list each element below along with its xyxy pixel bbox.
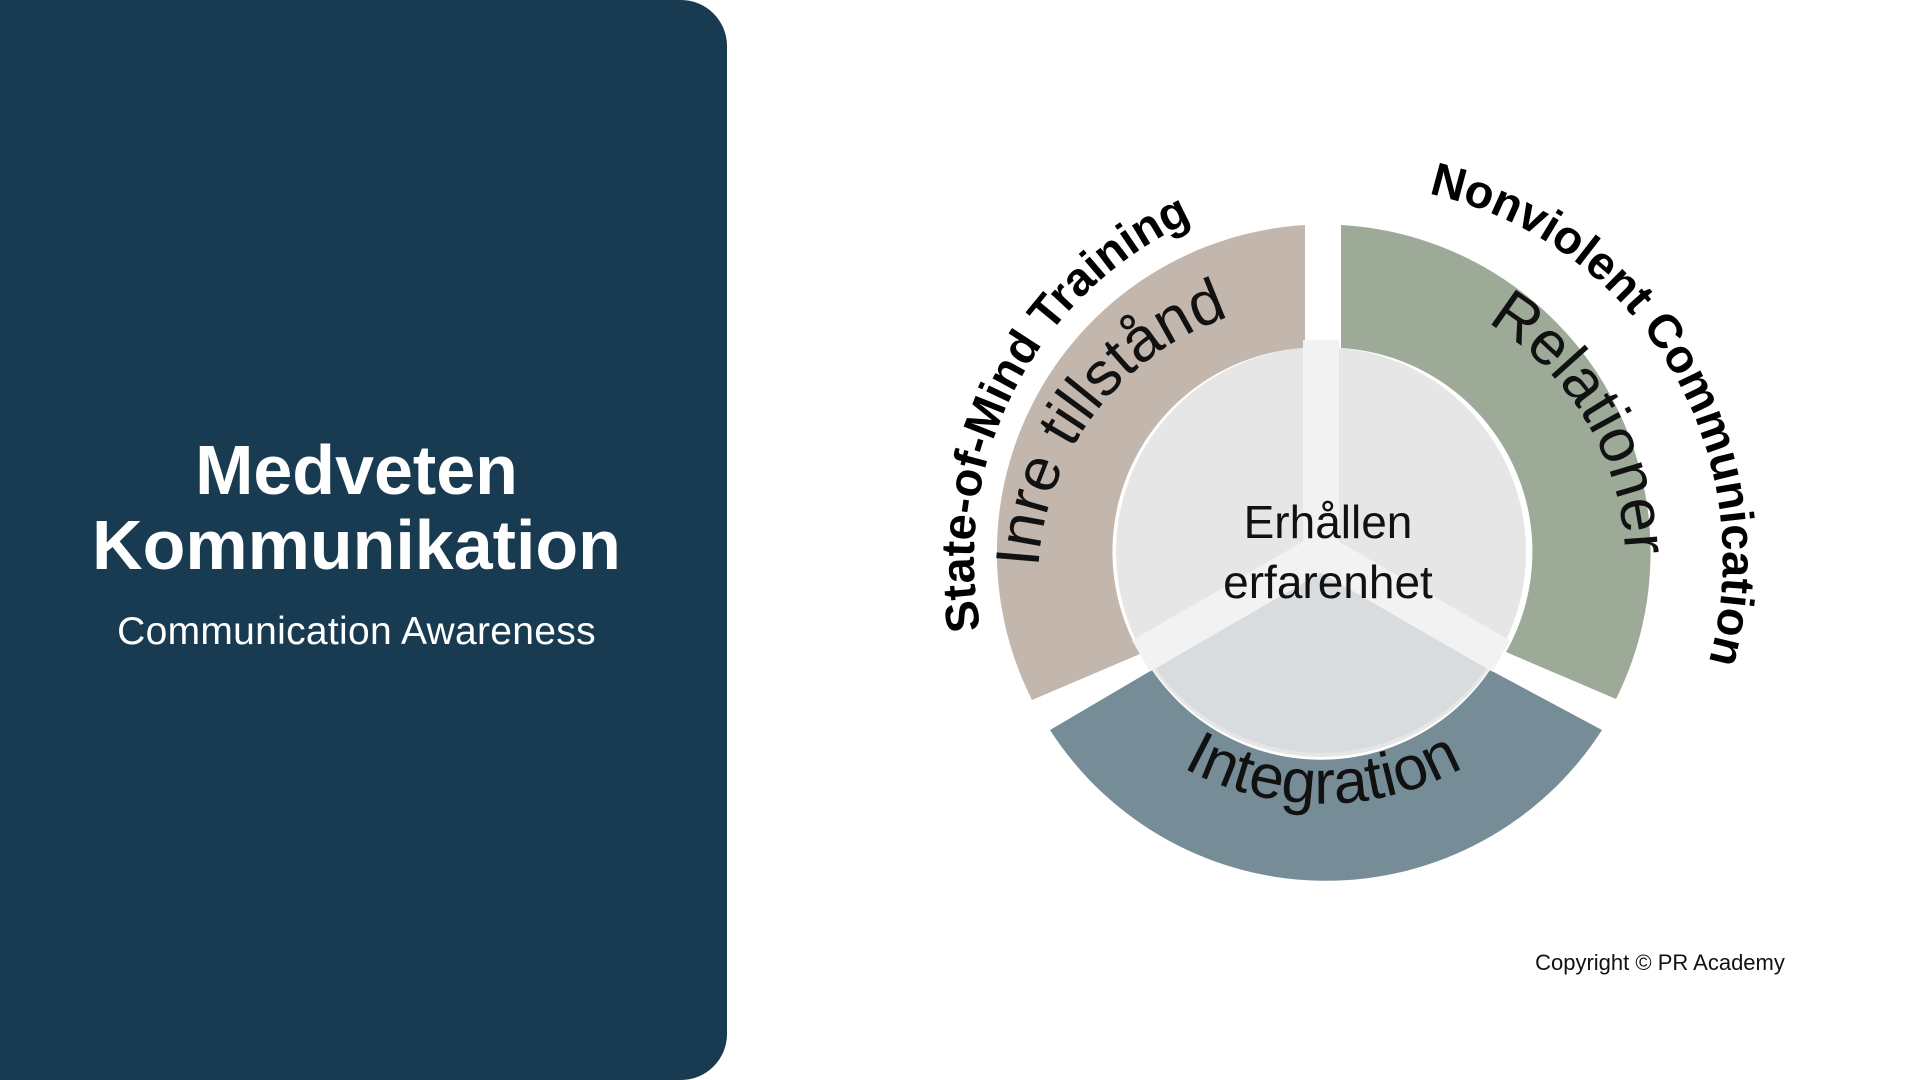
title-line-2: Kommunikation	[92, 506, 621, 584]
center-label-line-2: erfarenhet	[1223, 556, 1433, 608]
segment-relationer	[1341, 225, 1651, 699]
page-title: Medveten Kommunikation	[0, 433, 713, 583]
wheel-gaps	[1131, 340, 1511, 672]
title-line-1: Medveten	[195, 431, 518, 509]
subtitle: Communication Awareness	[117, 610, 596, 653]
segment-integration	[1050, 670, 1602, 881]
three-part-wheel-diagram: Inre tillstånd Relationer Integration St…	[931, 152, 1766, 881]
center-label-line-1: Erhållen	[1244, 496, 1413, 548]
title-panel: Medveten Kommunikation Communication Awa…	[0, 0, 727, 1080]
segment-inre-tillstand	[996, 225, 1305, 700]
copyright-notice: Copyright © PR Academy	[1535, 950, 1785, 975]
